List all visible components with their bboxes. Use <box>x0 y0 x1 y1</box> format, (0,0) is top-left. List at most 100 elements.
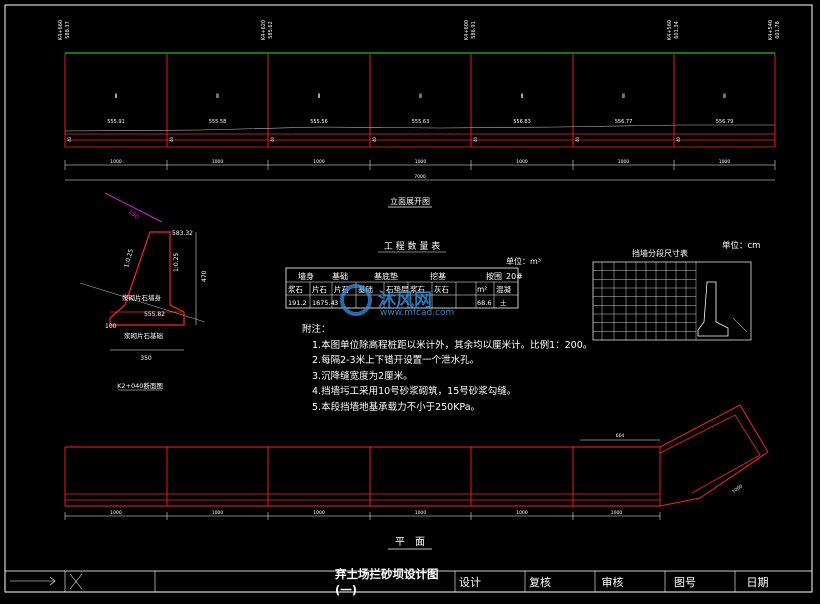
qt-header: 基底垫 <box>374 271 398 281</box>
station-label: K4+600 <box>464 20 470 40</box>
quantity-table-title: 工 程 数 量 表 <box>384 240 440 252</box>
plan-segment-length: 1000 <box>313 510 325 516</box>
sketch-slope <box>732 317 748 333</box>
foundation-mark: 40 <box>676 136 681 142</box>
watermark: 沐风网 <box>340 284 432 316</box>
section-base-width: 350 <box>140 355 152 362</box>
qt-subheader: m² <box>477 285 487 294</box>
panel-mark: Ⅱ <box>723 93 726 100</box>
panel-mark: Ⅱ <box>419 93 422 100</box>
plan-title: 平 面 <box>395 537 425 548</box>
segment-length: 1000 <box>415 159 427 165</box>
quantity-table-unit: 单位：m³ <box>506 256 541 266</box>
qt-subheader: 片石 <box>312 284 327 294</box>
station-label: K4+540 <box>768 20 774 40</box>
ground-elev-label: 555.58 <box>209 119 227 125</box>
notes-heading: 附注： <box>302 324 331 335</box>
arrow-head-icon <box>49 576 56 586</box>
section-base-elev: 555.82 <box>144 311 165 318</box>
notes-block: 附注： 1.本图单位除高程桩距以米计外，其余均以厘米计。比例1：200。 2.每… <box>302 322 592 415</box>
plan-bend-length: 604 <box>616 433 625 439</box>
foundation-mark: 40 <box>67 136 72 142</box>
title-block <box>4 570 813 593</box>
layer2-label: 浆砌片石基础 <box>124 331 164 340</box>
section-slope: 1:0.25 <box>123 248 135 269</box>
watermark-url: www.mfcad.com <box>380 308 455 318</box>
qt-value: 191.2 <box>288 299 307 307</box>
quantity-table-columns <box>309 282 495 308</box>
panel-mark: Ⅱ <box>318 93 321 100</box>
station-elev: 601.78 <box>775 21 781 39</box>
ground-elev-label: 555.56 <box>310 119 328 125</box>
segment-length: 1000 <box>618 159 630 165</box>
note-item: 2.每隔2-3米上下错开设置一个泄水孔。 <box>312 355 480 366</box>
watermark-logo-icon <box>340 284 372 316</box>
size-table-grid <box>593 262 697 340</box>
qt-value: 土 <box>500 298 507 307</box>
section-caption: K2+040断面图 <box>117 381 163 390</box>
ground-section-line <box>79 282 206 323</box>
station-elev: 588.37 <box>65 21 71 39</box>
plan-segment-length: 1000 <box>516 510 528 516</box>
qt-header: 挖基 <box>430 271 446 281</box>
plan-segment-length: 1000 <box>415 510 427 516</box>
note-item: 3.沉降缝宽度为2厘米。 <box>312 370 413 382</box>
ground-elev-label: 556.77 <box>615 119 633 125</box>
plan-bend-length: 1000 <box>731 483 744 495</box>
review-label: 复核 <box>529 576 551 589</box>
section-slope-back: 1:0.25 <box>173 253 180 272</box>
panel-mark: Ⅱ <box>622 93 625 100</box>
foundation-mark: 40 <box>473 136 478 142</box>
foundation-mark: 40 <box>575 136 580 142</box>
qt-subheader: 浆石 <box>410 284 425 294</box>
ground-elev-label: 555.91 <box>107 119 125 125</box>
qt-subheader: 浆石 <box>288 284 303 294</box>
size-table-frame <box>592 261 752 341</box>
qt-header: 墙身 <box>298 271 314 281</box>
size-table-sketch <box>697 281 729 337</box>
plan-segment-length: 1000 <box>212 510 224 516</box>
qt-value: 68.6 <box>477 299 491 307</box>
section-dim-2: 100 <box>105 323 117 330</box>
plan-bend-inner <box>659 414 761 494</box>
qt-header: 基础 <box>332 271 348 281</box>
qt-value: 1675.4 <box>312 299 335 307</box>
qt-subheader: 灰石 <box>434 284 449 294</box>
panel-mark: Ⅱ <box>521 93 524 100</box>
segment-length: 1000 <box>719 159 731 165</box>
section-height: 470 <box>201 270 208 282</box>
panel-mark: Ⅱ <box>216 93 219 100</box>
plan-outline <box>65 404 769 507</box>
date-label: 日期 <box>746 576 769 589</box>
station-elev: 586.91 <box>471 21 477 39</box>
station-label: K4+620 <box>261 20 267 40</box>
qt-value: 3 <box>334 299 338 307</box>
size-table: 挡墙分段尺寸表 单位：cm <box>592 240 760 341</box>
drawing-title: 弃土场拦砂坝设计图(一) <box>335 567 439 597</box>
segment-length: 1000 <box>516 159 528 165</box>
cross-section: 150 583.32 1:0.25 1:0.25 470 浆砌片石墙身 555.… <box>79 192 208 391</box>
foundation-mark: 40 <box>270 136 275 142</box>
qt-subheader: 片石 <box>334 284 349 294</box>
section-top-elev: 583.32 <box>172 230 193 237</box>
station-elev: 585.62 <box>268 21 274 39</box>
plan-segment-length: 1000 <box>611 510 623 516</box>
layer1-label: 浆砌片石墙身 <box>122 293 162 302</box>
elevation-panels <box>64 53 776 170</box>
design-label: 设计 <box>459 576 481 589</box>
note-item: 4.挡墙圬工采用10号砂浆砌筑，15号砂浆勾缝。 <box>312 386 517 397</box>
audit-label: 审核 <box>601 576 624 589</box>
qt-header: 20# <box>506 272 523 281</box>
watermark-logo-text: 沐风网 <box>378 289 432 311</box>
qt-subheader: 混凝 <box>496 284 511 294</box>
segment-length: 1000 <box>212 159 224 165</box>
station-label: K4+660 <box>58 20 64 40</box>
size-table-unit: 单位：cm <box>722 240 760 251</box>
station-label: K4+560 <box>667 20 673 40</box>
ground-elev-label: 556.83 <box>513 119 531 125</box>
quantity-table-frame <box>285 267 519 309</box>
segment-length: 1000 <box>110 159 122 165</box>
